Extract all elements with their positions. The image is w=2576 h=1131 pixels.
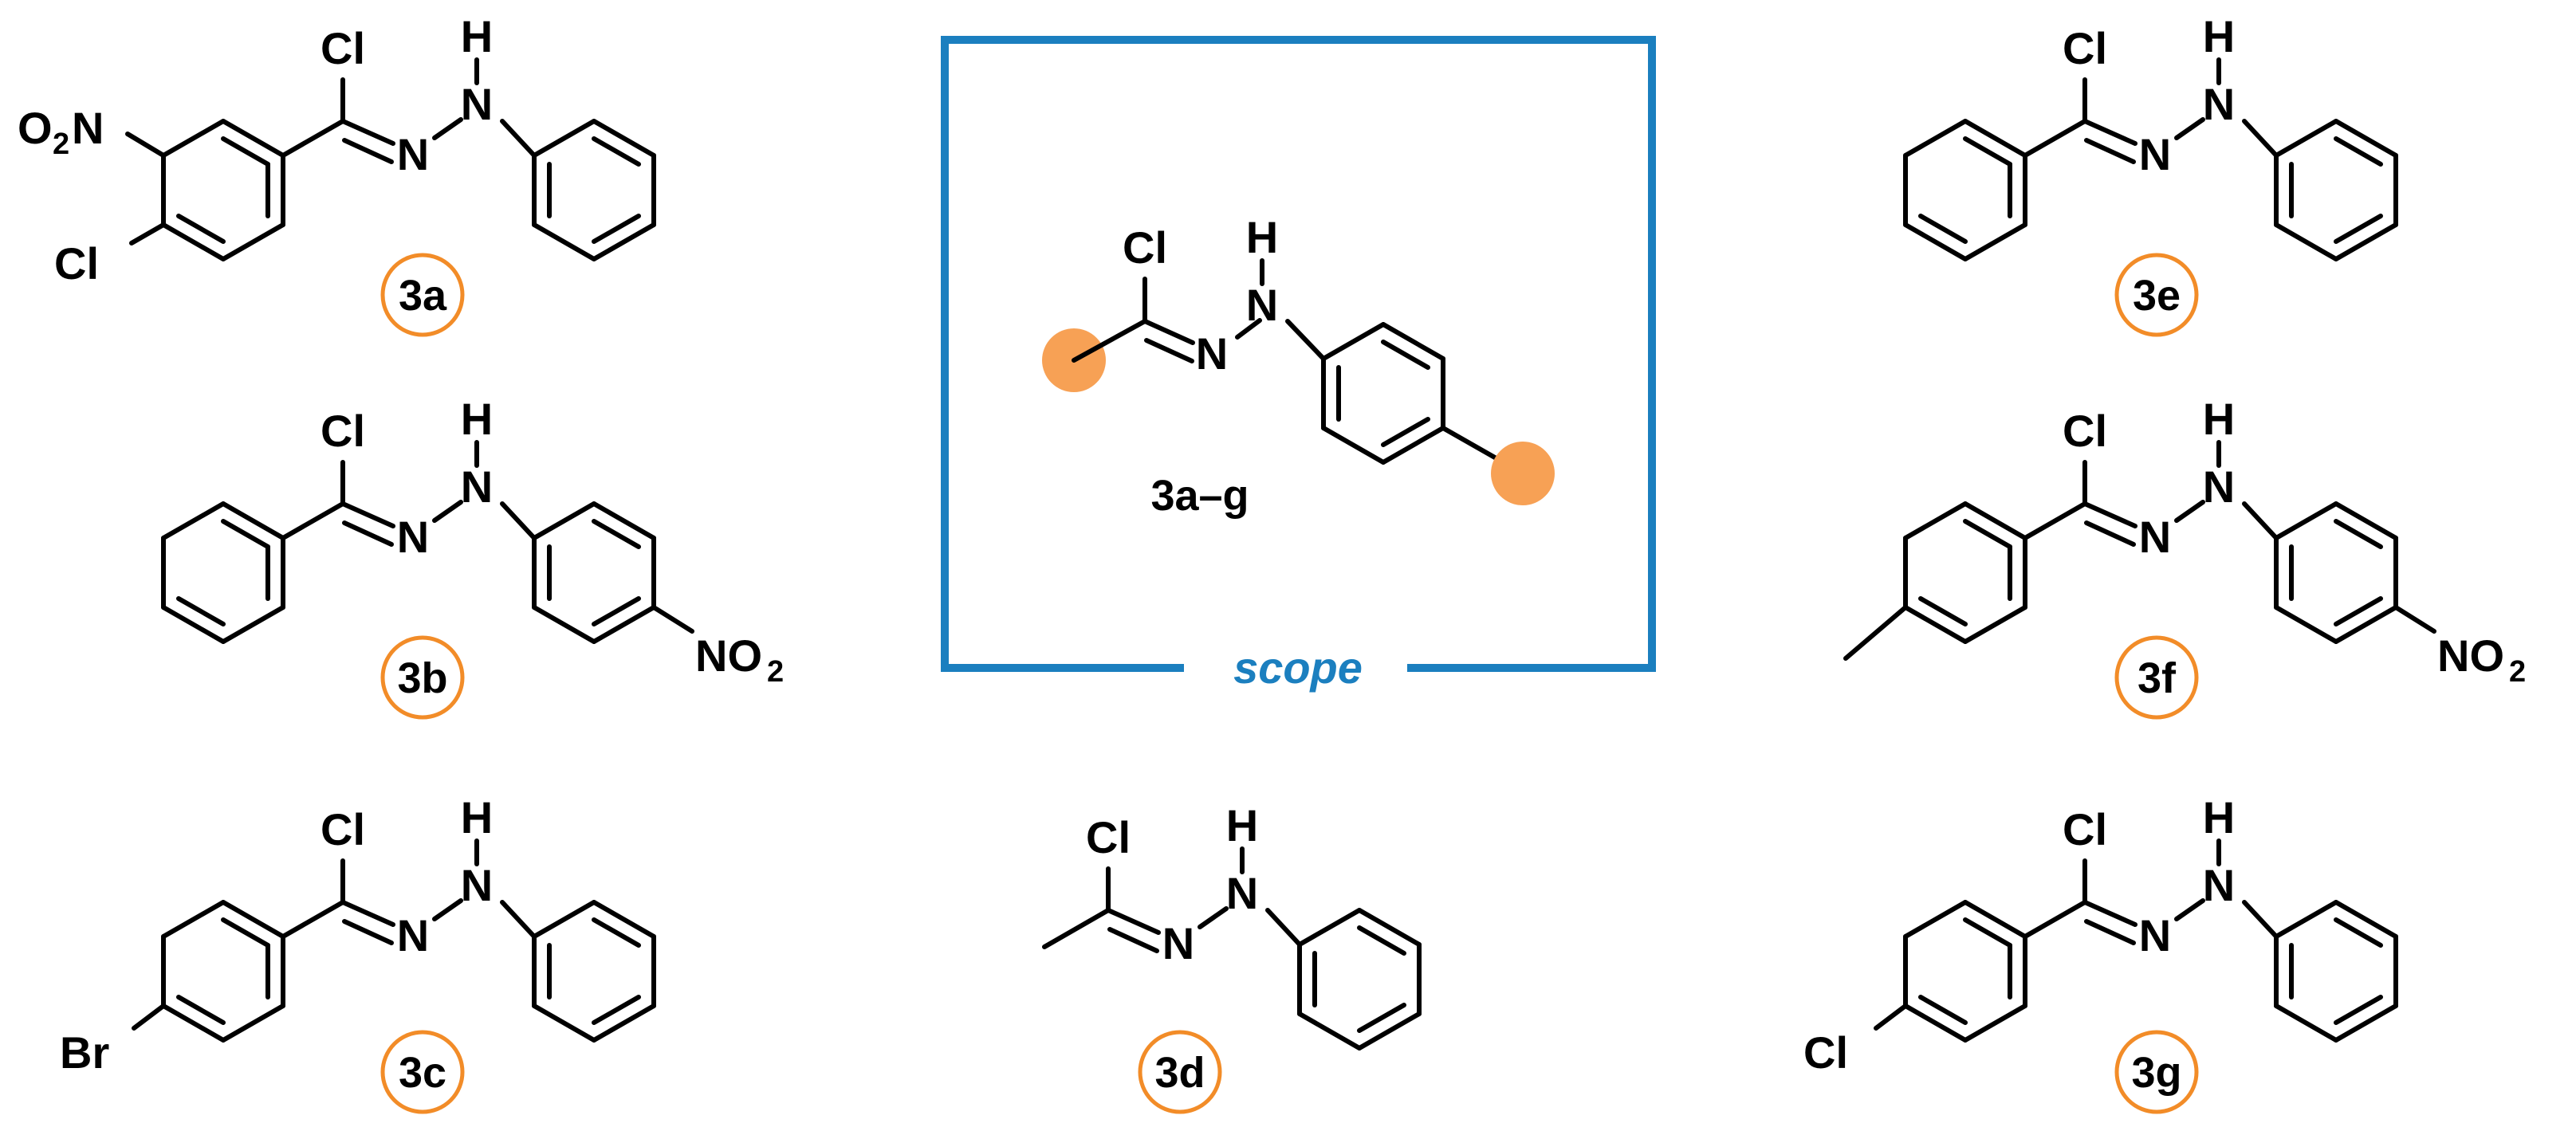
atom-cl: Cl	[2063, 23, 2107, 73]
atom-n: N	[1162, 918, 1194, 968]
compound-label-ring	[380, 1030, 465, 1114]
compound-3c: Cl N N H Br 3c	[60, 792, 656, 1114]
scope-structure-label: 3a–g	[1150, 472, 1249, 520]
substituent-dot-right	[1491, 442, 1555, 505]
aryl-ring-right	[2274, 119, 2398, 261]
atom-cl: Cl	[1803, 1027, 1848, 1078]
atom-n: N	[397, 910, 429, 960]
aryl-ring-left	[1903, 900, 2027, 1043]
atom-n: N	[461, 79, 493, 129]
atom-h: H	[2203, 11, 2235, 61]
aryl-ring-left	[1903, 501, 2027, 644]
aryl-ring-right	[2274, 501, 2398, 644]
atom-n: N	[2203, 461, 2235, 512]
compound-label: 3a	[399, 272, 447, 320]
atom-cl: Cl	[2063, 804, 2107, 854]
atom-no: NO	[695, 630, 762, 681]
compound-label-ring	[2114, 253, 2199, 337]
compound-label-ring	[2114, 1030, 2199, 1114]
compound-label: 3b	[397, 654, 447, 702]
compound-label: 3e	[2133, 272, 2181, 320]
atom-n: N	[461, 860, 493, 910]
subscript-2: 2	[767, 655, 784, 689]
compound-3f: Cl N N H NO 2 3f	[1843, 394, 2526, 720]
atom-h: H	[2203, 792, 2235, 842]
aryl-ring-right	[532, 501, 656, 644]
compound-label: 3c	[399, 1049, 446, 1097]
compound-label: 3g	[2131, 1049, 2181, 1097]
atom-h: H	[461, 11, 493, 61]
aryl-ring-right	[532, 900, 656, 1043]
atom-n: N	[397, 129, 429, 179]
compound-label-ring	[380, 635, 465, 720]
compound-3e: Cl N N H 3e	[1903, 11, 2398, 337]
atom-n: N	[461, 461, 493, 512]
aryl-ring-left	[161, 119, 285, 261]
subscript-2: 2	[53, 128, 69, 161]
subscript-2: 2	[2509, 655, 2526, 689]
aryl-ring-left	[161, 501, 285, 644]
compound-label-ring	[1138, 1030, 1222, 1114]
atom-h: H	[2203, 394, 2235, 444]
compound-label-ring	[380, 253, 465, 337]
atom-cl: Cl	[321, 804, 365, 854]
aryl-ring	[1297, 908, 1422, 1050]
atom-n: N	[1226, 868, 1258, 918]
atom-n: N	[2139, 910, 2171, 960]
aryl-ring-right	[2274, 900, 2398, 1043]
aryl-ring	[1321, 322, 1445, 465]
atom-cl: Cl	[321, 23, 365, 73]
atom-cl: Cl	[1086, 812, 1131, 862]
scope-caption: scope	[1233, 642, 1363, 693]
atom-br: Br	[60, 1027, 109, 1078]
scope-box: scope Cl N N H 3a–g	[941, 36, 1656, 693]
atom-n: N	[72, 103, 104, 153]
aryl-ring-left	[1903, 119, 2027, 261]
atom-n: N	[1196, 328, 1228, 379]
atom-n: N	[1246, 280, 1278, 330]
atom-cl: Cl	[1123, 222, 1167, 273]
atom-h: H	[461, 394, 493, 444]
atom-o: O	[18, 103, 53, 153]
compound-3b: Cl N N H NO 2 3b	[161, 394, 784, 720]
compound-3d: Cl N N H 3d	[1042, 800, 1422, 1114]
atom-h: H	[461, 792, 493, 842]
compound-label: 3d	[1154, 1049, 1205, 1097]
atom-no: NO	[2437, 630, 2504, 681]
atom-n: N	[2139, 512, 2171, 562]
compound-3a: Cl N N H O 2 N Cl 3a	[18, 11, 656, 337]
aryl-ring-right	[532, 119, 656, 261]
compound-3g: Cl N N H Cl 3g	[1803, 792, 2398, 1114]
atom-cl: Cl	[2063, 406, 2107, 456]
atom-n: N	[397, 512, 429, 562]
atom-h: H	[1226, 800, 1258, 850]
atom-n: N	[2203, 79, 2235, 129]
atom-n: N	[2139, 129, 2171, 179]
atom-cl: Cl	[321, 406, 365, 456]
compound-label: 3f	[2137, 654, 2177, 702]
atom-n: N	[2203, 860, 2235, 910]
compound-label-ring	[2114, 635, 2199, 720]
atom-h: H	[1246, 212, 1278, 262]
scope-frame	[941, 36, 1656, 672]
aryl-ring-left	[161, 900, 285, 1043]
atom-cl: Cl	[54, 238, 99, 289]
